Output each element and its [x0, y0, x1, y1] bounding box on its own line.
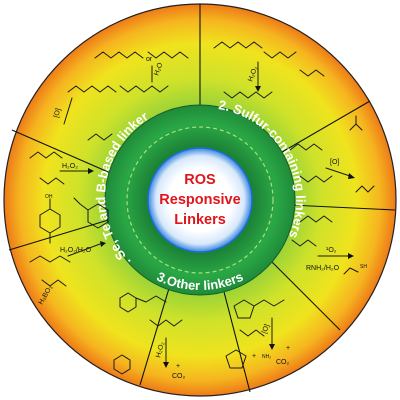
- label-oh-left: OH: [45, 194, 53, 200]
- sector-bottom-right: [O] NH₂ + + CO₂: [225, 299, 290, 369]
- label-h2o2-bottom-left: H₂O₂: [155, 341, 166, 358]
- label-h2o2-left-upper: H₂O₂: [62, 163, 78, 170]
- sector-bottom-left: H₂O₂ + CO₂: [113, 292, 186, 380]
- sector-top-left: or H₂O [O]: [53, 51, 189, 125]
- center-title-line-1: ROS: [184, 172, 216, 188]
- label-plus-nh2: +: [252, 353, 256, 360]
- label-plus-co2-2: +: [286, 345, 290, 352]
- sector-left-upper: H₂O₂: [29, 133, 113, 185]
- label-co2-1: CO₂: [172, 373, 186, 380]
- label-co2-2: CO₂: [276, 359, 290, 366]
- sector-right-lower: ¹O₂ RNH₂/H₂O SH: [291, 215, 367, 275]
- category-ring-dashed: [126, 126, 274, 274]
- label-nh2: NH₂: [262, 354, 271, 360]
- sector-dividers: [8, 4, 396, 393]
- label-singlet-o2: ¹O₂: [326, 247, 337, 254]
- label-sh: SH: [360, 264, 367, 270]
- label-o-right-upper: [O]: [330, 159, 339, 166]
- center-circle: [147, 147, 253, 253]
- label-plus-co2-1: +: [176, 363, 180, 370]
- label-o-topleft: [O]: [53, 108, 62, 119]
- label-o-bottom-right: [O]: [261, 323, 271, 334]
- sector-left-lower: OH H₂O₂/H₂O H₃BO₃: [29, 194, 109, 306]
- label-or: or: [146, 56, 153, 63]
- center-title-line-3: Linkers: [174, 212, 226, 228]
- label-rnh2-h2o: RNH₂/H₂O: [306, 265, 340, 272]
- center-title-line-2: Responsive: [159, 192, 240, 208]
- sector-right-upper: [O]: [289, 115, 375, 193]
- label-h2o: H₂O: [153, 61, 164, 76]
- label-h2o2-h2o: H₂O₂/H₂O: [60, 247, 92, 254]
